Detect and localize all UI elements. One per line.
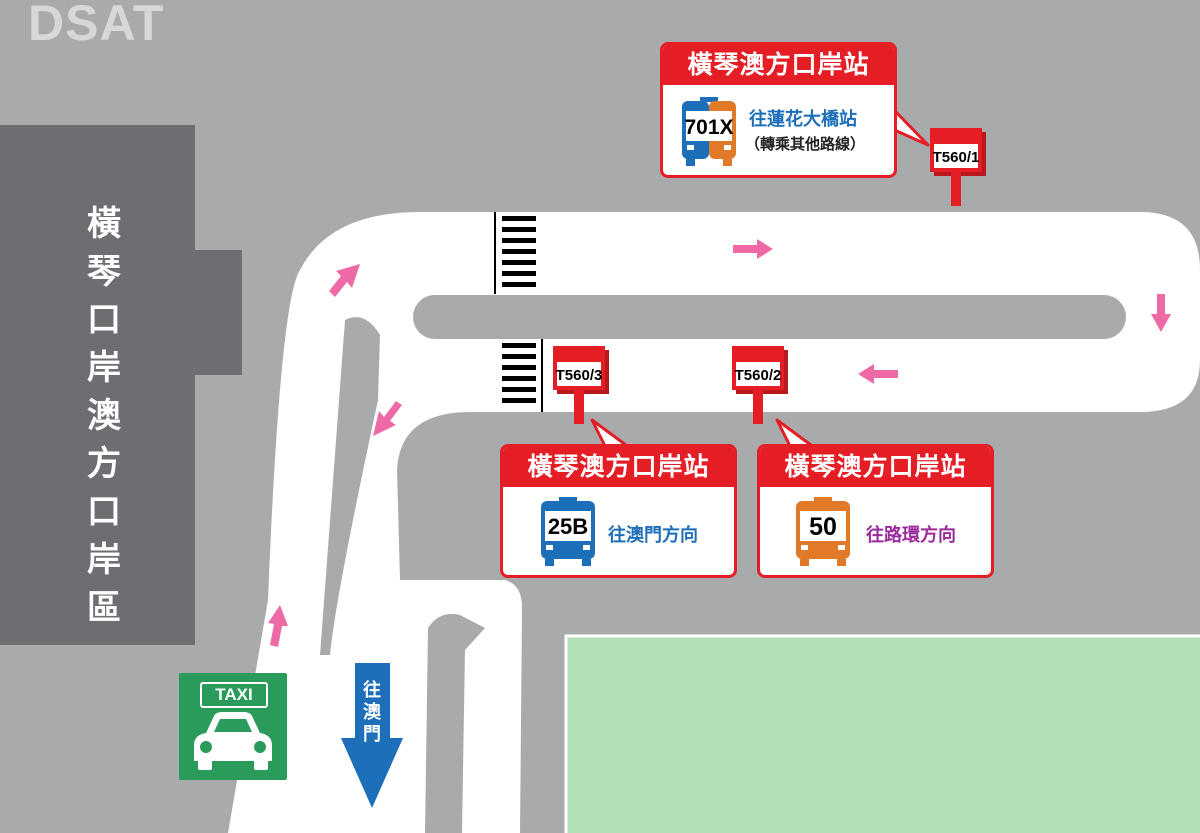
arrow-right-icon [733,239,773,259]
green-area [564,634,1200,833]
inner-island [413,295,1126,339]
crosswalk-lower [502,339,543,412]
taxi-stand[interactable]: TAXI [179,673,287,780]
callout-title: 橫琴澳方口岸站 [503,447,734,487]
arrow-left-icon [858,364,898,384]
callout-title: 橫琴澳方口岸站 [663,45,894,85]
bus-route-number: 50 [809,513,837,541]
terminal-building [0,125,242,645]
arrow-down-left-icon [373,401,402,436]
arrow-up-right-icon [329,264,360,297]
road-main [228,212,1200,833]
callout-title: 橫琴澳方口岸站 [760,447,991,487]
bus-route-number: 701X [684,116,733,139]
route-note: （轉乘其他路線） [745,135,866,153]
median-island [320,317,380,655]
arrow-down-icon [1151,294,1171,332]
stop-sign-t2[interactable]: T560/2 [732,346,792,424]
lower-island [425,613,485,833]
route-destination: 往澳門方向 [608,525,698,546]
stop-sign-t3[interactable]: T560/3 [553,346,613,424]
arrow-up-icon [268,605,288,647]
direction-label: 往澳門 [363,680,381,745]
bus-route-number: 25B [548,514,588,539]
bus-icon: 50 [796,497,850,566]
stop-callout-t2[interactable]: 橫琴澳方口岸站 50 往路環方向 [757,444,994,578]
terminal-label: 橫琴口岸澳方口岸區 [87,204,121,628]
stop-callout-t3[interactable]: 橫琴澳方口岸站 25B 往澳門方向 [500,444,737,578]
direction-arrow-icon [341,663,403,808]
taxi-label: TAXI [200,682,268,708]
stop-sign-t2-label: T560/2 [735,367,782,384]
stop-sign-t1[interactable]: T560/1 [930,128,990,206]
bus-icon: 25B [541,497,595,566]
route-destination: 往蓮花大橋站 [749,109,857,130]
bus-icon: 701X [682,97,736,166]
car-icon [194,712,272,770]
logo: DSAT [28,0,165,51]
stop-callout-t1[interactable]: 橫琴澳方口岸站 701X 往蓮花大橋站 （轉乘其他路線） [660,42,897,178]
stop-sign-t3-label: T560/3 [556,367,603,384]
crosswalk-upper [494,212,536,294]
stop-sign-t1-label: T560/1 [933,149,980,166]
route-destination: 往路環方向 [866,525,956,546]
